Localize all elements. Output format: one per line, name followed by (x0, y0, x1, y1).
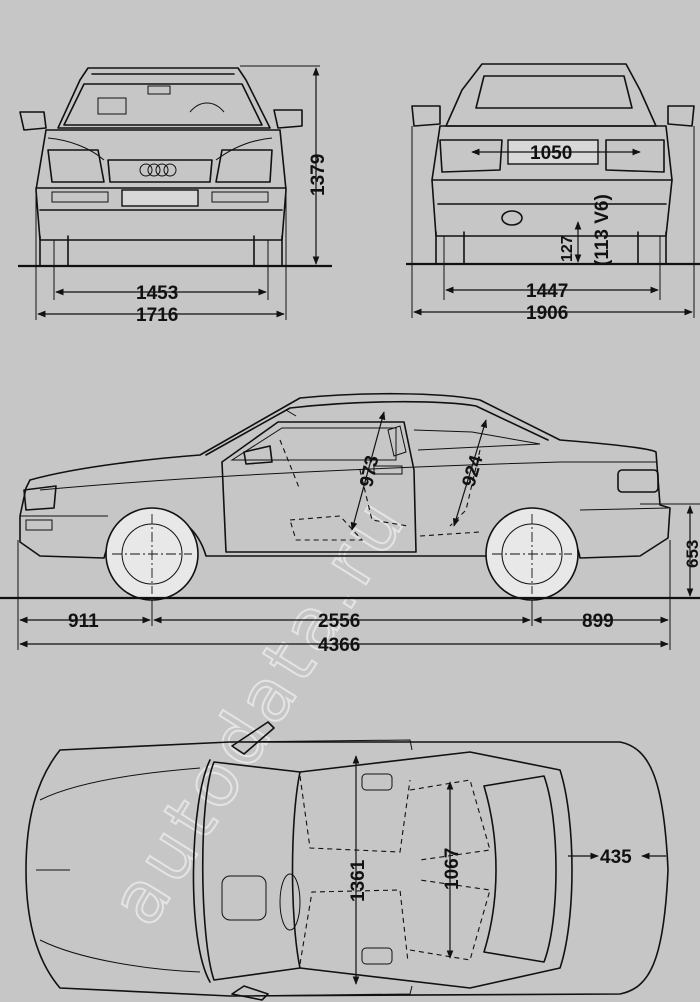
rear-headroom-label: 924 (459, 453, 488, 490)
front-width-label: 1361 (348, 859, 369, 902)
trunk-depth-label: 435 (600, 847, 632, 868)
rear-overhang-label: 899 (582, 611, 614, 632)
front-track-label: 1453 (136, 283, 178, 304)
front-view: 1379 1453 1716 (18, 65, 332, 326)
front-width-label: 1716 (136, 305, 178, 326)
front-height-label: 1379 (308, 154, 329, 196)
rear-clearance-label: 127 (559, 235, 576, 262)
overall-length-label: 4366 (318, 635, 360, 656)
rear-width-label: 1906 (526, 303, 568, 324)
rear-view: 1050 127 (113 V6) 1447 1906 (406, 63, 700, 324)
front-overhang-label: 911 (68, 611, 99, 632)
rear-plate-width-label: 1050 (530, 143, 572, 164)
front-headroom-label: 973 (356, 454, 383, 489)
wheelbase-label: 2556 (318, 611, 360, 632)
rear-clearance-v6-label: (113 V6) (592, 194, 613, 266)
side-view: 973 924 653 911 2556 899 4366 (0, 392, 700, 656)
rear-track-label: 1447 (526, 281, 568, 302)
rear-width-label: 1067 (442, 848, 463, 890)
side-height-label: 653 (683, 540, 700, 568)
top-view: 1361 1067 435 (25, 721, 669, 1001)
